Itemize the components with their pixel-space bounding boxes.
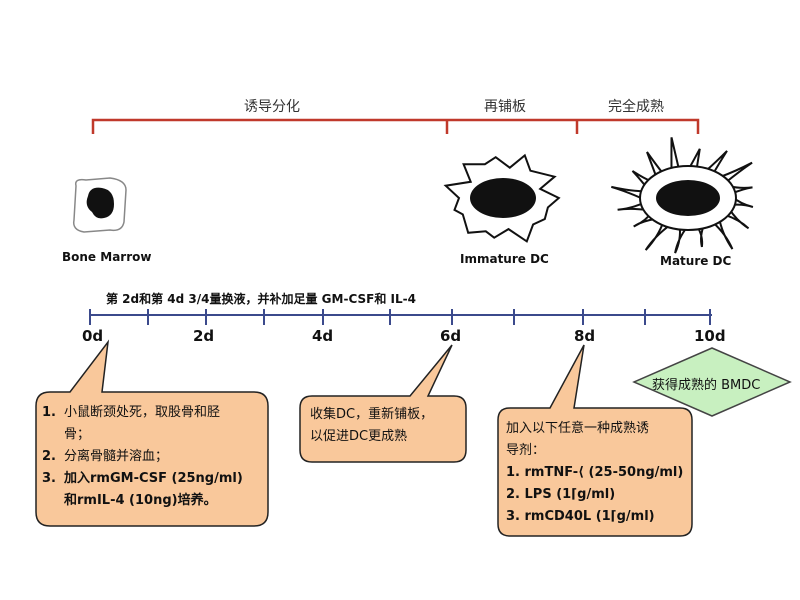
dendrite bbox=[670, 137, 681, 174]
callout-box-setup-text: 1.小鼠断颈处死，取股骨和胫 骨； 2.分离骨髓并溶血； 3.加入rmGM-CS… bbox=[42, 402, 243, 512]
mature-dc-cell-icon bbox=[611, 137, 754, 254]
setup-step-line: 骨； bbox=[64, 427, 91, 442]
tick-label-2d: 2d bbox=[193, 327, 215, 345]
maturation-agent: 2. LPS (1⌈g/ml) bbox=[506, 487, 616, 502]
phase-label-induction: 诱导分化 bbox=[244, 99, 300, 115]
callout-box-maturation bbox=[497, 344, 693, 537]
phase-brackets bbox=[91, 118, 700, 134]
setup-step-line: 3.加入rmGM-CSF (25ng/ml) bbox=[42, 471, 243, 486]
bone-marrow-cell-icon bbox=[72, 177, 127, 233]
cell-label-bone-marrow: Bone Marrow bbox=[62, 250, 152, 264]
callout-box-setup bbox=[35, 339, 269, 527]
cell-label-mature-dc: Mature DC bbox=[660, 254, 732, 268]
phase-bracket-main bbox=[91, 118, 700, 134]
replate-line: 以促进DC更成熟 bbox=[310, 429, 408, 444]
immature-dc-cell-icon bbox=[443, 153, 561, 243]
dendrite bbox=[711, 215, 734, 250]
result-diamond bbox=[632, 347, 792, 417]
tick-label-4d: 4d bbox=[312, 327, 334, 345]
replate-line: 收集DC，重新铺板， bbox=[310, 407, 434, 422]
setup-step-line: 2.分离骨髓并溶血； bbox=[42, 449, 169, 464]
cell-label-immature-dc: Immature DC bbox=[460, 252, 549, 266]
setup-step-line: 1.小鼠断颈处死，取股骨和胫 bbox=[42, 405, 221, 420]
callout-box-replate bbox=[299, 344, 467, 463]
tick-label-6d: 6d bbox=[440, 327, 462, 345]
maturation-agent: 3. rmCD40L (1⌈g/ml) bbox=[506, 509, 655, 524]
dendrite bbox=[674, 224, 690, 254]
maturation-line: 导剂： bbox=[506, 443, 546, 458]
dendrite bbox=[617, 200, 649, 212]
tick-label-0d: 0d bbox=[82, 327, 104, 345]
phase-label-maturation: 完全成熟 bbox=[608, 99, 664, 115]
tick-label-10d: 10d bbox=[694, 327, 726, 345]
maturation-line: 加入以下任意一种成熟诱 bbox=[506, 421, 650, 436]
maturation-agent: 1. rmTNF-⟨ (25-50ng/ml) bbox=[506, 465, 684, 480]
result-label: 获得成熟的 BMDC bbox=[652, 378, 761, 393]
setup-step-line: 和rmIL-4 (10ng)培养。 bbox=[64, 493, 217, 508]
timeline bbox=[89, 309, 712, 325]
dendrite bbox=[717, 161, 753, 185]
timeline-note: 第 2d和第 4d 3/4量换液，并补加足量 GM-CSF和 IL-4 bbox=[106, 292, 416, 306]
tick-label-8d: 8d bbox=[574, 327, 596, 345]
dendrite bbox=[644, 219, 673, 251]
callout-box-maturation-text: 加入以下任意一种成熟诱 导剂： 1. rmTNF-⟨ (25-50ng/ml) … bbox=[506, 418, 683, 528]
phase-label-replate: 再铺板 bbox=[484, 99, 526, 115]
callout-box-replate-text: 收集DC，重新铺板， 以促进DC更成熟 bbox=[310, 404, 433, 448]
